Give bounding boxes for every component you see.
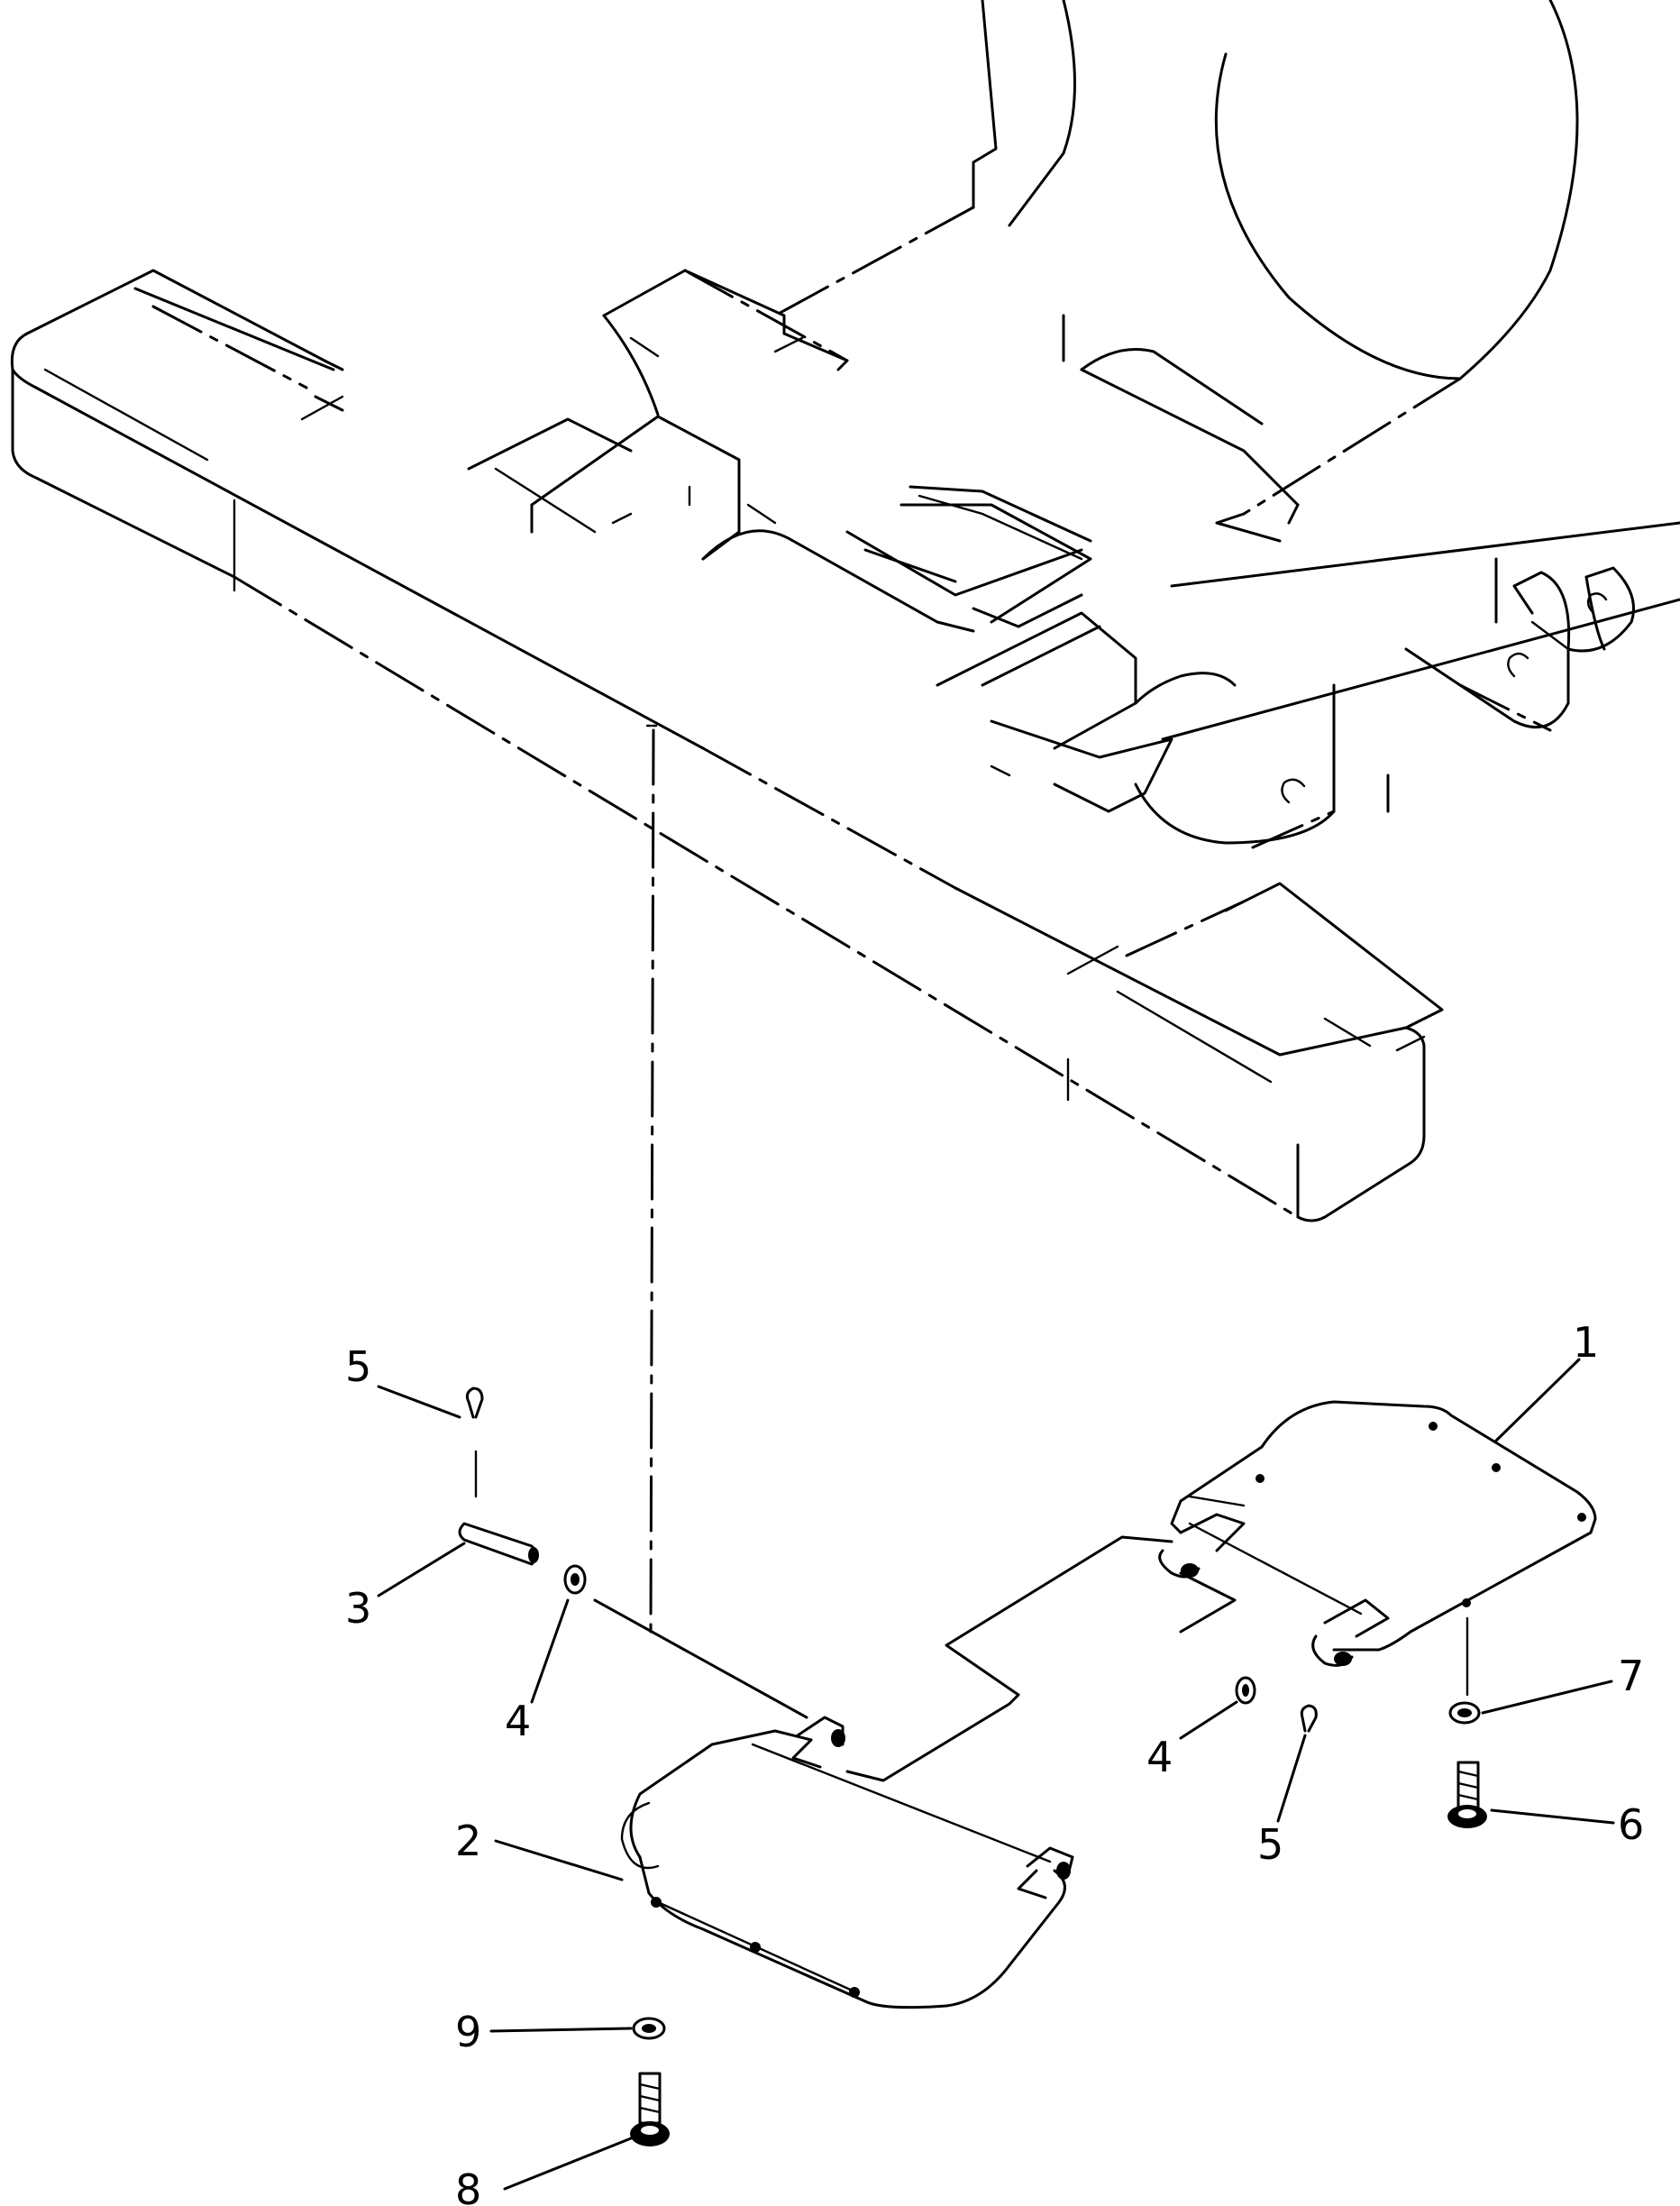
cotter-pin-5b: [1300, 1704, 1318, 1733]
callout-1: 1: [1573, 1318, 1599, 1367]
callout-7: 7: [1618, 1652, 1644, 1700]
frame-assembly: [10, 0, 1680, 1222]
callout-5b: 5: [1257, 1820, 1283, 1869]
bolt-6: [1447, 1761, 1487, 1828]
washer-7: [1448, 1616, 1481, 1725]
leader-8: [503, 2137, 633, 2191]
washer-9: [632, 2017, 666, 2040]
callout-8: 8: [455, 2165, 481, 2206]
washer-4b: [1235, 1676, 1256, 1705]
callout-labels: 1 2 3 4 4 5 5 6 7 8 9: [345, 1318, 1644, 2206]
leader-4a: [530, 1598, 570, 1704]
callout-2: 2: [455, 1817, 481, 1865]
leader-5b: [1276, 1734, 1307, 1823]
leader-6: [1490, 1808, 1615, 1825]
callout-6: 6: [1618, 1800, 1644, 1849]
callout-4a: 4: [505, 1697, 531, 1745]
pin-3: [458, 1522, 539, 1566]
callout-5a: 5: [345, 1342, 371, 1391]
callout-leaders: [377, 1358, 1615, 2191]
washer-4a: [563, 1564, 587, 1595]
leader-1: [1494, 1358, 1581, 1442]
alignment-line: [649, 728, 655, 1634]
cover-plate-2: [593, 1598, 1074, 2009]
callout-9: 9: [455, 2008, 481, 2056]
leader-5a: [377, 1385, 461, 1419]
leader-7: [1481, 1680, 1613, 1715]
leader-2: [494, 1839, 624, 1881]
leader-9: [489, 2027, 633, 2033]
cotter-pin-5a: [465, 1387, 484, 1498]
cover-plate-1: [845, 1400, 1597, 1782]
bolt-8: [630, 2072, 670, 2147]
callout-4b: 4: [1146, 1733, 1173, 1781]
leader-3: [377, 1542, 466, 1597]
leader-4b: [1179, 1700, 1238, 1740]
callout-3: 3: [345, 1584, 371, 1633]
